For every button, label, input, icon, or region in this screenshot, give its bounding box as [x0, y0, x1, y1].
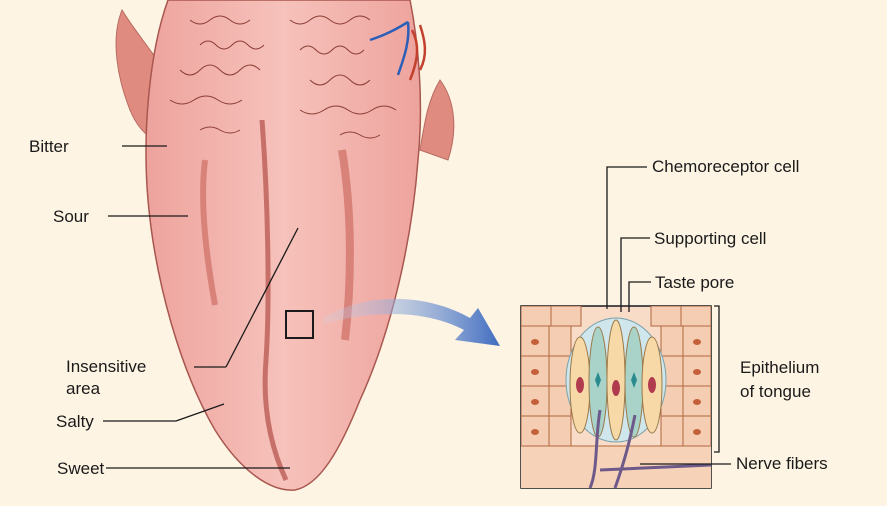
- taste-bud-inset: [521, 306, 711, 488]
- label-sweet: Sweet: [57, 458, 104, 479]
- label-epithelium-2: of tongue: [740, 381, 811, 402]
- label-chemoreceptor-cell: Chemoreceptor cell: [652, 156, 799, 177]
- label-taste-pore: Taste pore: [655, 272, 734, 293]
- label-supporting-cell: Supporting cell: [654, 228, 766, 249]
- label-insensitive-2: area: [66, 378, 100, 399]
- label-epithelium-1: Epithelium: [740, 357, 819, 378]
- label-nerve-fibers: Nerve fibers: [736, 453, 828, 474]
- label-insensitive-1: Insensitive: [66, 356, 146, 377]
- label-salty: Salty: [56, 411, 94, 432]
- label-bitter: Bitter: [29, 136, 69, 157]
- label-sour: Sour: [53, 206, 89, 227]
